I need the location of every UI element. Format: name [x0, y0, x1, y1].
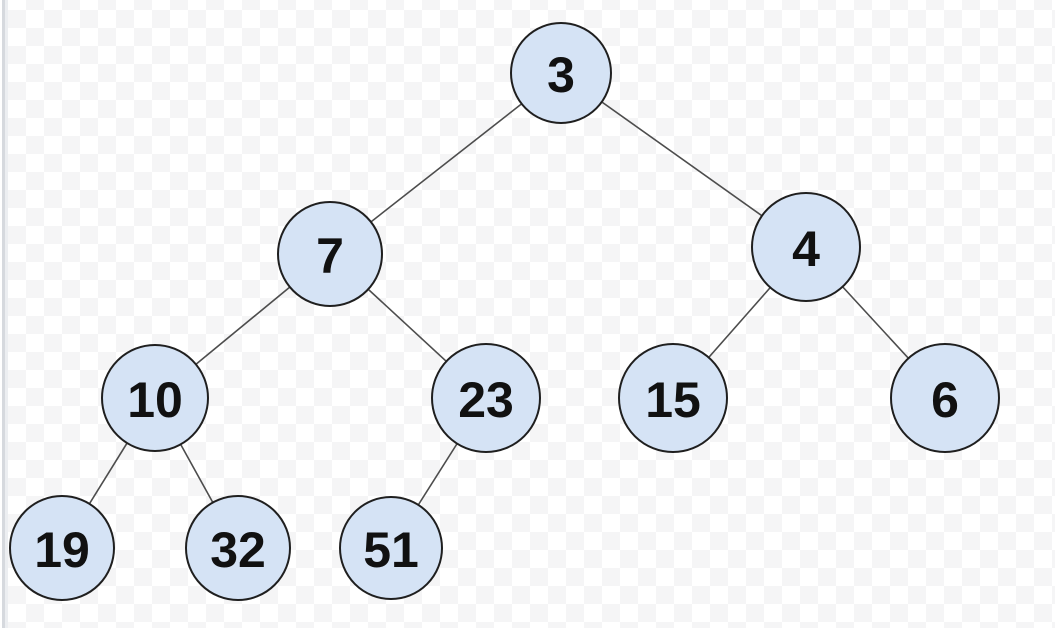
tree-node-circle-10 — [101, 344, 209, 452]
tree-node-3: 3 — [510, 22, 612, 124]
tree-node-label-6: 6 — [931, 372, 959, 428]
tree-node-23: 23 — [431, 343, 541, 453]
tree-node-label-3: 3 — [547, 47, 575, 103]
tree-node-label-32: 32 — [210, 522, 266, 578]
tree-node-circle-7 — [277, 201, 383, 307]
tree-node-circle-19 — [9, 495, 115, 601]
tree-node-10: 10 — [101, 344, 209, 452]
tree-node-label-51: 51 — [363, 522, 419, 578]
tree-node-circle-4 — [751, 192, 861, 302]
tree-node-circle-51 — [339, 496, 443, 600]
tree-node-label-23: 23 — [458, 372, 514, 428]
tree-node-15: 15 — [618, 343, 728, 453]
tree-node-51: 51 — [339, 496, 443, 600]
tree-node-19: 19 — [9, 495, 115, 601]
tree-node-circle-6 — [890, 343, 1000, 453]
tree-node-label-10: 10 — [127, 372, 183, 428]
tree-node-label-19: 19 — [34, 522, 90, 578]
tree-node-6: 6 — [890, 343, 1000, 453]
tree-node-label-15: 15 — [645, 372, 701, 428]
tree-node-circle-15 — [618, 343, 728, 453]
tree-node-32: 32 — [185, 495, 291, 601]
tree-node-4: 4 — [751, 192, 861, 302]
tree-node-circle-32 — [185, 495, 291, 601]
tree-node-label-4: 4 — [792, 221, 820, 277]
tree-node-circle-3 — [510, 22, 612, 124]
tree-node-7: 7 — [277, 201, 383, 307]
tree-node-circle-23 — [431, 343, 541, 453]
tree-node-label-7: 7 — [316, 228, 344, 284]
window-left-edge — [0, 0, 8, 628]
